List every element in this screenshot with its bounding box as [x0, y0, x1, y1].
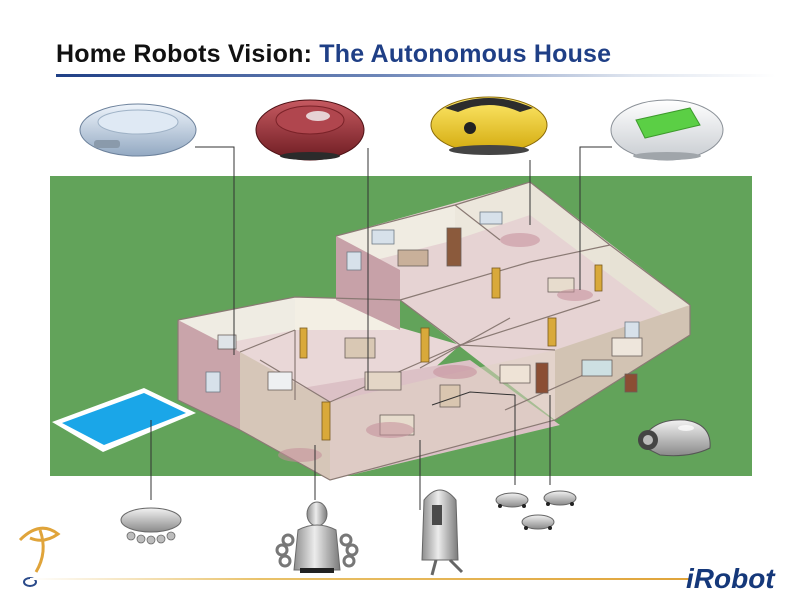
connector-lines	[150, 146, 612, 510]
title-part-primary: Home Robots Vision:	[56, 40, 313, 68]
pool-cleaner-robot	[120, 507, 182, 545]
house-floor-plan	[177, 181, 691, 481]
title-underline	[56, 74, 776, 77]
robot-vacuum-red	[255, 99, 365, 161]
robot-vacuum-white-green	[610, 99, 724, 161]
footer-rule	[30, 578, 690, 580]
swimming-pool	[52, 388, 196, 452]
title-part-accent: The Autonomous House	[319, 40, 612, 68]
mini-robot-swarm	[495, 490, 577, 530]
irobot-brand-logo: iRobot	[686, 563, 775, 594]
robot-vacuum-yellow	[430, 96, 548, 155]
lawn-mower-robot	[638, 419, 711, 457]
slide-title: Home Robots Vision: The Autonomous House	[56, 40, 611, 69]
cylinder-robot	[421, 489, 464, 576]
robot-vacuum-light-blue	[79, 103, 197, 157]
humanoid-robot	[275, 501, 359, 573]
